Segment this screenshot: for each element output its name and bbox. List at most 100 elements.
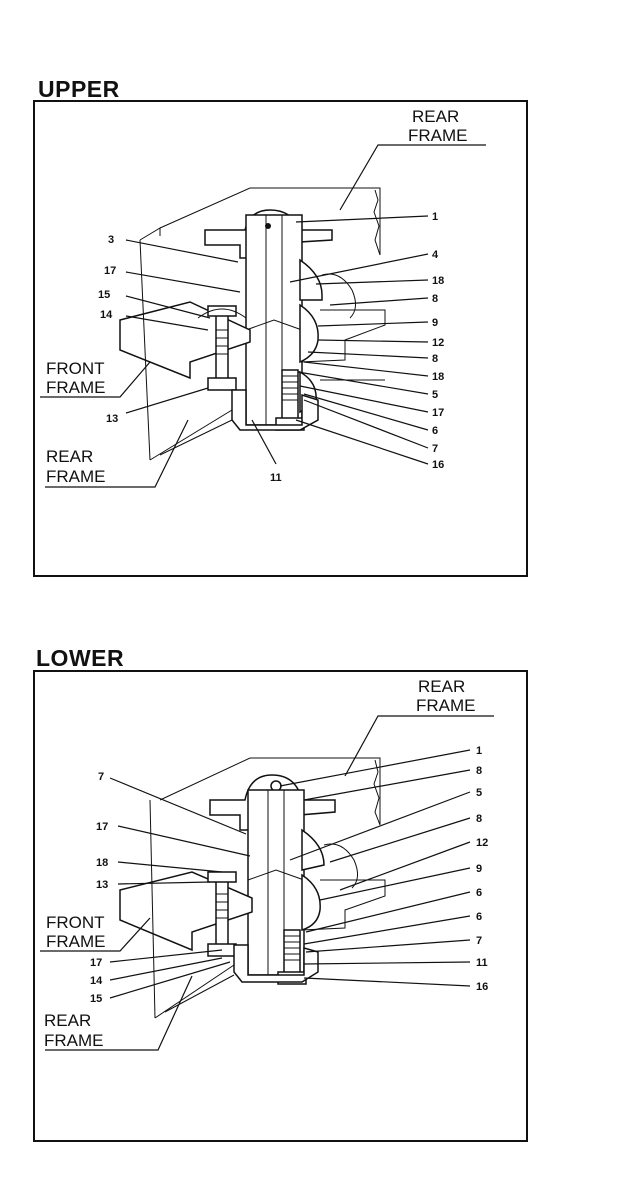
upper-rear-frame-top-body <box>139 187 381 256</box>
upper-callout-11: 11 <box>270 472 282 484</box>
upper-front-frame-leader <box>40 361 151 398</box>
lower-callout-13: 13 <box>96 879 108 891</box>
upper-callout-18b: 18 <box>432 371 444 383</box>
lower-rear-frame-top-label-2: FRAME <box>416 696 476 715</box>
lower-callout-7a: 7 <box>98 771 104 783</box>
lower-callout-9-leader <box>319 867 471 901</box>
upper-rear-frame-bottom-body <box>139 239 233 461</box>
upper-title: UPPER <box>38 76 120 102</box>
upper-front-frame-label-2: FRAME <box>46 378 106 397</box>
lower-callout-6b-leader <box>303 915 471 945</box>
upper-callout-8b: 8 <box>432 353 438 365</box>
upper-rear-frame-bottom-label-1: REAR <box>46 447 93 466</box>
lower-rear-frame-top-label-1: REAR <box>418 677 465 696</box>
upper-callout-14: 14 <box>100 309 113 321</box>
lower-rear-frame-bottom-label-1: REAR <box>44 1011 91 1030</box>
upper-callout-17b: 17 <box>432 407 444 419</box>
lower-callout-11-leader <box>303 961 471 965</box>
lower-rear-frame-bottom-label-2: FRAME <box>44 1031 104 1050</box>
upper-callout-3-leader <box>125 239 239 263</box>
lower-callout-6a: 6 <box>476 887 482 899</box>
upper-callout-8a-leader <box>329 297 429 306</box>
lower-callout-9: 9 <box>476 863 482 875</box>
lower-callout-12: 12 <box>476 837 488 849</box>
lower-lower-housing <box>233 944 319 983</box>
upper-callout-13: 13 <box>106 413 118 425</box>
upper-bolt-16 <box>275 369 305 431</box>
lower-callout-7b-leader <box>305 939 471 953</box>
upper-callout-1-leader <box>295 215 429 223</box>
lower-callout-6b: 6 <box>476 911 482 923</box>
upper-callout-5-leader <box>297 371 429 395</box>
lower-callout-1-leader <box>279 749 471 787</box>
lower-front-frame-label-1: FRONT <box>46 913 105 932</box>
upper-front-bolt <box>197 305 247 391</box>
upper-rear-frame-top-leader <box>339 144 486 211</box>
lower-front-frame-label-2: FRAME <box>46 932 106 951</box>
upper-callout-12: 12 <box>432 337 444 349</box>
lower-callout-8b: 8 <box>476 813 482 825</box>
upper-diagram: REAR FRAME FRONT FRAME REAR FRAME 3 17 1… <box>40 107 486 488</box>
lower-callout-15: 15 <box>90 993 102 1005</box>
lower-callout-17a: 17 <box>96 821 108 833</box>
lower-callout-13-leader <box>117 881 211 885</box>
lower-rear-frame-bottom-body <box>149 799 235 1019</box>
upper-callout-6-leader <box>303 393 429 431</box>
lower-bushings <box>301 828 386 932</box>
lower-callout-14-leader <box>109 957 223 981</box>
upper-callout-18a-leader <box>315 279 429 285</box>
lower-rear-frame-top-leader <box>344 715 494 777</box>
lower-callout-14: 14 <box>90 975 103 987</box>
lower-title: LOWER <box>36 645 125 671</box>
upper-callout-4-leader <box>289 253 429 283</box>
upper-callout-18a: 18 <box>432 275 444 287</box>
upper-rear-frame-bottom-leader <box>45 419 189 488</box>
upper-callout-12-leader <box>317 339 429 343</box>
lower-callout-17b: 17 <box>90 957 102 969</box>
upper-callout-8b-leader <box>307 351 429 359</box>
lower-callout-16: 16 <box>476 981 488 993</box>
upper-callout-9: 9 <box>432 317 438 329</box>
upper-callout-9-leader <box>317 321 429 327</box>
lower-callout-7a-leader <box>109 777 247 835</box>
upper-diagram-panel <box>33 100 528 577</box>
lower-rear-frame-top-body <box>159 757 381 826</box>
lower-callout-12-leader <box>339 841 471 891</box>
upper-callout-17: 17 <box>104 265 116 277</box>
upper-callout-8a: 8 <box>432 293 438 305</box>
lower-callout-5: 5 <box>476 787 482 799</box>
upper-callout-7: 7 <box>432 443 438 455</box>
upper-front-frame-label-1: FRONT <box>46 359 105 378</box>
upper-callout-16-leader <box>295 419 429 465</box>
upper-rear-frame-top-label-1: REAR <box>412 107 459 126</box>
upper-callout-16: 16 <box>432 459 444 471</box>
lower-callout-6a-leader <box>305 891 471 933</box>
lower-callout-1: 1 <box>476 745 482 757</box>
upper-callout-17b-leader <box>299 385 429 413</box>
lower-callout-16-leader <box>303 977 471 987</box>
lower-rear-frame-bottom-leader <box>45 975 193 1051</box>
upper-callout-1: 1 <box>432 211 438 223</box>
upper-callout-13-leader <box>125 387 209 414</box>
lower-callout-17b-leader <box>109 949 223 963</box>
upper-callout-15: 15 <box>98 289 110 301</box>
upper-callout-15-leader <box>125 295 211 319</box>
lower-callout-7b: 7 <box>476 935 482 947</box>
lower-callout-11: 11 <box>476 957 488 969</box>
lower-callout-8a-leader <box>303 769 471 801</box>
lower-diagram-panel <box>33 670 528 1142</box>
upper-rear-frame-bottom-label-2: FRAME <box>46 467 106 486</box>
upper-lower-housing <box>231 389 319 431</box>
lower-front-frame-leader <box>40 917 151 952</box>
upper-rear-frame-top-label-2: FRAME <box>408 126 468 145</box>
lower-callout-15-leader <box>109 961 231 999</box>
lower-callout-8b-leader <box>329 817 471 863</box>
upper-callout-17-leader <box>125 271 241 293</box>
lower-callout-18: 18 <box>96 857 108 869</box>
upper-callout-5: 5 <box>432 389 438 401</box>
lower-callout-18-leader <box>117 861 223 873</box>
upper-callout-4: 4 <box>432 249 439 261</box>
upper-callout-11-leader <box>251 419 277 465</box>
upper-callout-7-leader <box>303 399 429 449</box>
